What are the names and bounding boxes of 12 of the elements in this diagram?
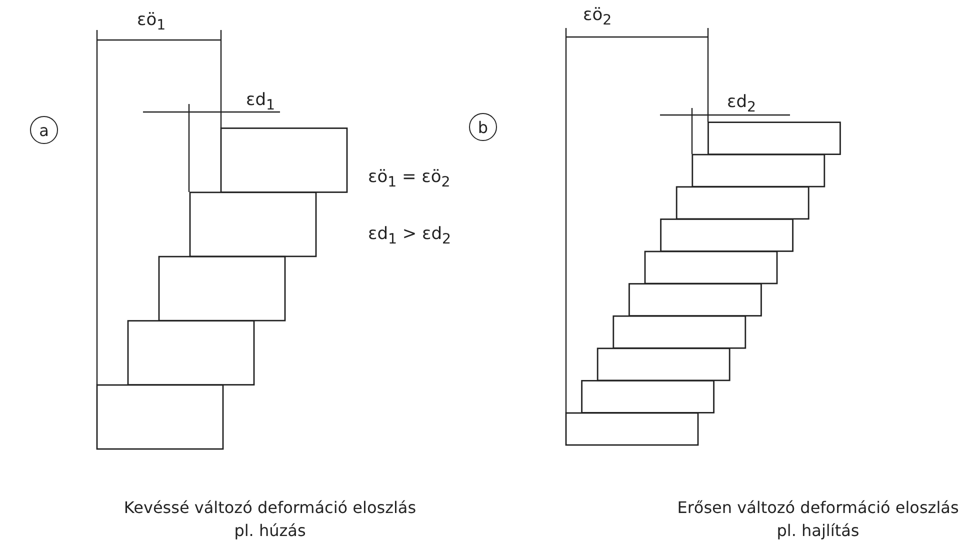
dimension-label: εd$_{2}$ — [727, 92, 756, 118]
dimension-label: εö$_{2}$ — [583, 5, 612, 30]
dimension-label: εö$_{1}$ — [137, 10, 166, 36]
equation-text: εd$_{1}$ > εd$_{2}$ — [368, 224, 452, 250]
caption-text: Kevéssé változó deformáció eloszlás — [124, 498, 416, 518]
circle-marker: a — [30, 116, 58, 144]
equation-text: εö$_{1}$ = εö$_{2}$ — [368, 167, 450, 192]
caption-text: pl. húzás — [234, 521, 306, 541]
caption-text: pl. hajlítás — [776, 521, 860, 541]
circle-marker: b — [469, 113, 497, 141]
dimension-label: εd$_{1}$ — [246, 90, 275, 116]
caption-text: Erősen változó deformáció eloszlás — [677, 498, 959, 518]
